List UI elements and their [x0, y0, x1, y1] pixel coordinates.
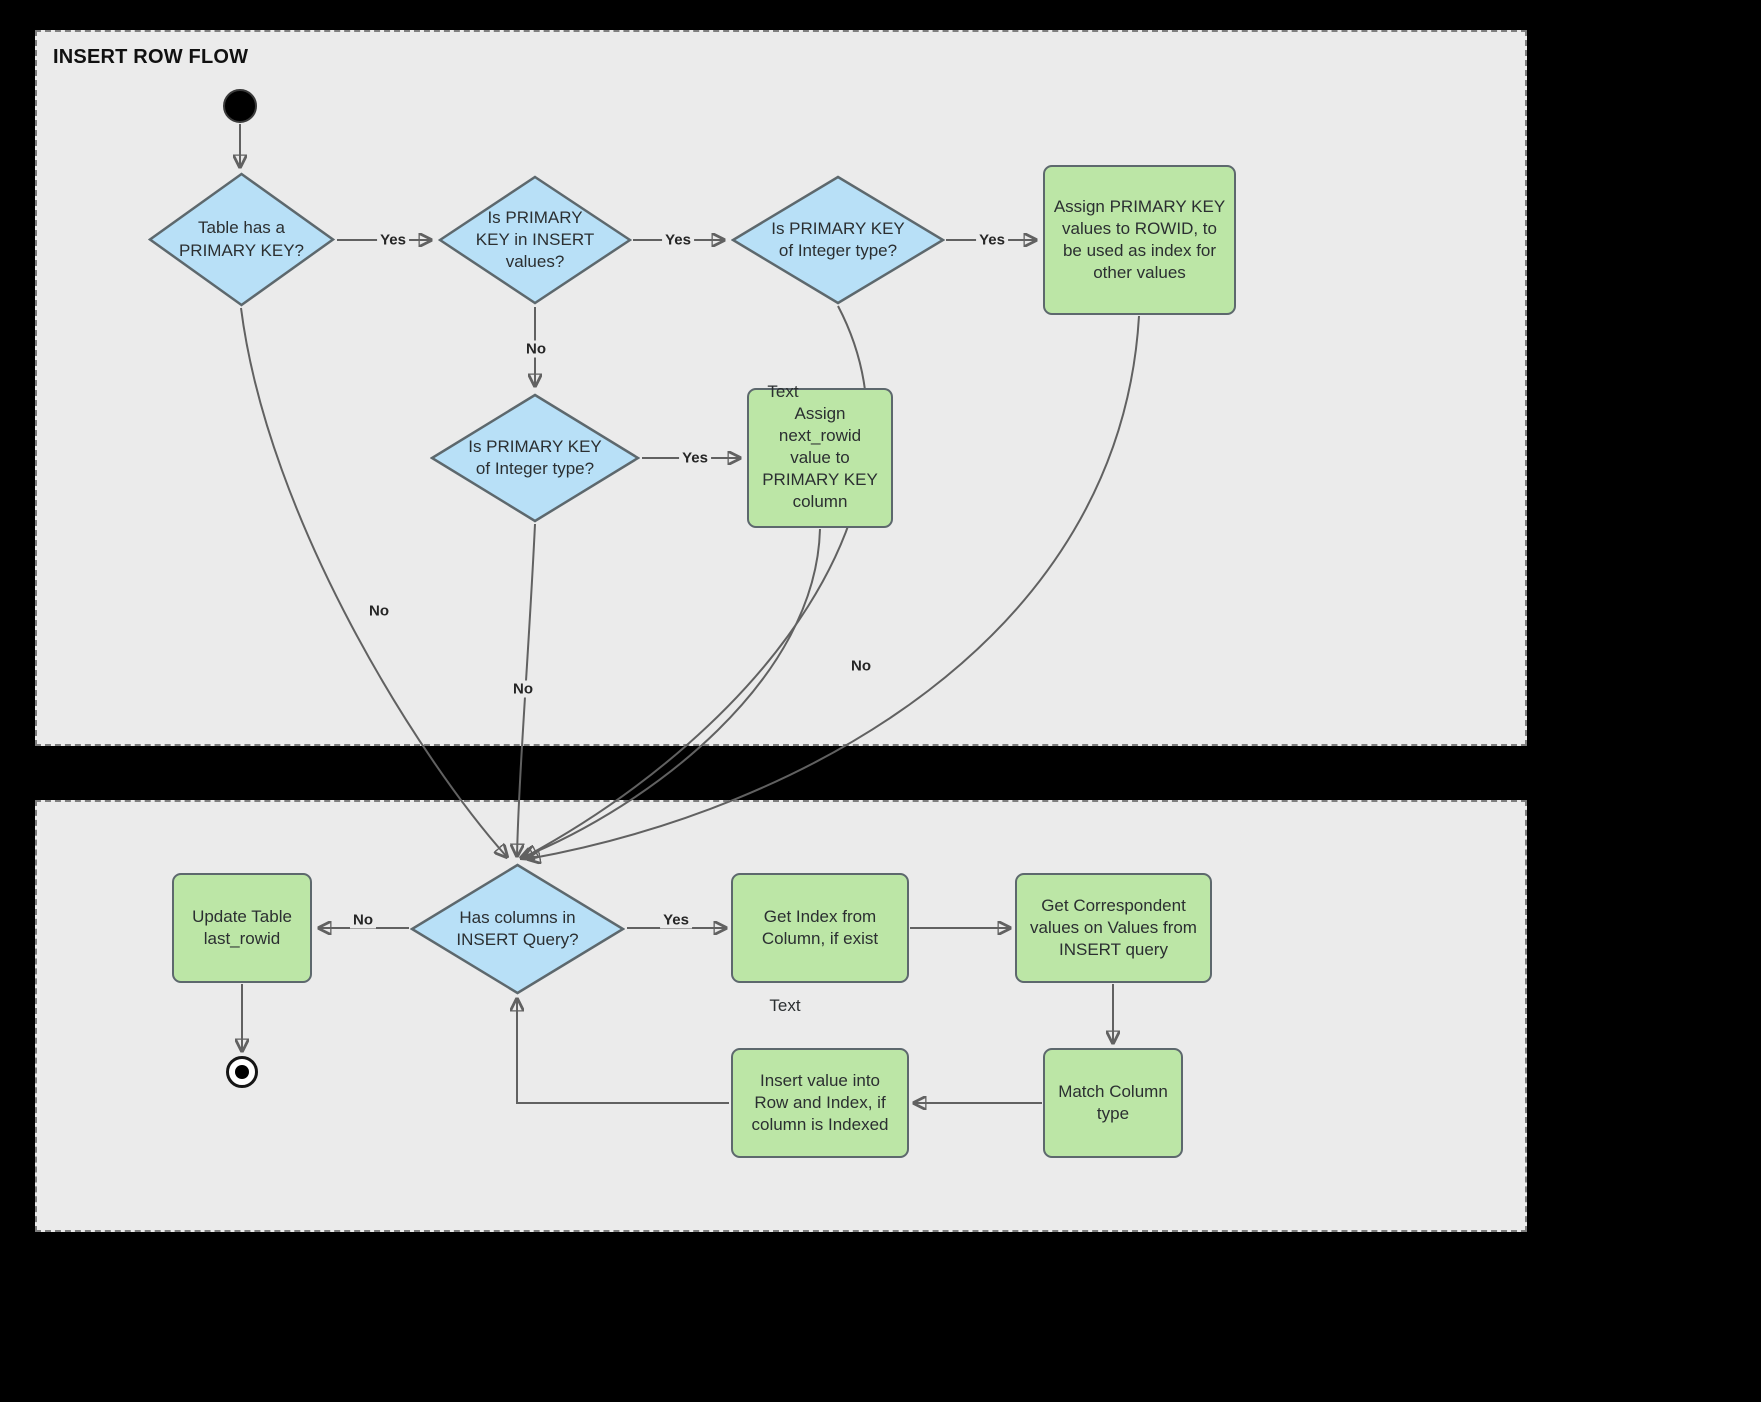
node-label: Has columns in INSERT Query? — [456, 907, 579, 949]
node-label: Is PRIMARY KEY of Integer type? — [468, 436, 602, 478]
edge-assign-next-rowid-to-has-columns — [521, 528, 821, 858]
edge-pk-integer-b-no-curve — [517, 523, 536, 856]
decision-table-has-primary-key: Table has a PRIMARY KEY? — [148, 172, 335, 307]
process-insert-value-into-row: Insert value into Row and Index, if colu… — [731, 1048, 909, 1158]
decision-pk-integer-type-a: Is PRIMARY KEY of Integer type? — [731, 175, 945, 305]
process-update-table-last-rowid: Update Table last_rowid — [172, 873, 312, 983]
node-label: Is PRIMARY KEY of Integer type? — [771, 218, 905, 260]
final-dot — [235, 1065, 249, 1079]
process-match-column-type: Match Column type — [1043, 1048, 1183, 1158]
edge-label-no: No — [848, 657, 874, 675]
node-label: Assign next_rowid value to PRIMARY KEY c… — [762, 403, 878, 512]
decision-pk-in-insert-values: Is PRIMARY KEY in INSERT values? — [438, 175, 632, 305]
edge-label-yes: Yes — [660, 911, 692, 929]
node-label: Update Table last_rowid — [192, 906, 292, 948]
edge-insert-value-to-has-columns — [517, 999, 729, 1104]
edge-assign-pk-rowid-to-has-columns — [528, 315, 1140, 859]
stray-text-label: Text — [767, 382, 799, 401]
node-label: Get Index from Column, if exist — [761, 906, 879, 948]
node-label: Match Column type — [1058, 1081, 1168, 1123]
node-label: Get Correspondent values on Values from … — [1030, 895, 1197, 960]
node-label: Assign PRIMARY KEY values to ROWID, to b… — [1053, 196, 1226, 283]
process-assign-pk-values-to-rowid: Assign PRIMARY KEY values to ROWID, to b… — [1043, 165, 1236, 315]
decision-has-columns-in-insert-query: Has columns in INSERT Query? — [410, 863, 625, 995]
diamond-shape — [430, 393, 640, 523]
node-label: Insert value into Row and Index, if colu… — [751, 1070, 889, 1135]
panel-title: INSERT ROW FLOW — [53, 46, 249, 68]
diamond-shape — [148, 172, 335, 307]
edge-table-has-pk-no-curve — [240, 307, 507, 857]
edge-label-no: No — [366, 602, 392, 620]
container-lower-flow — [35, 800, 1527, 1232]
edge-label-yes: Yes — [662, 231, 694, 249]
diamond-shape — [731, 175, 945, 305]
end-node — [226, 1056, 258, 1088]
node-label: Table has a PRIMARY KEY? — [178, 218, 305, 260]
process-get-correspondent-values: Get Correspondent values on Values from … — [1015, 873, 1212, 983]
edge-label-yes: Yes — [679, 449, 711, 467]
edge-label-no: No — [510, 680, 536, 698]
start-node — [223, 89, 257, 123]
process-assign-next-rowid: Assign next_rowid value to PRIMARY KEY c… — [747, 388, 893, 528]
diamond-shape — [438, 175, 632, 305]
node-label: Is PRIMARY KEY in INSERT values? — [475, 207, 595, 272]
edge-label-yes: Yes — [976, 231, 1008, 249]
stray-text-label: Text — [769, 996, 801, 1015]
diamond-shape — [410, 863, 625, 995]
edge-label-yes: Yes — [377, 231, 409, 249]
process-get-index-from-column: Get Index from Column, if exist — [731, 873, 909, 983]
decision-pk-integer-type-b: Is PRIMARY KEY of Integer type? — [430, 393, 640, 523]
edge-label-no: No — [350, 911, 376, 929]
edge-label-no: No — [523, 340, 549, 358]
